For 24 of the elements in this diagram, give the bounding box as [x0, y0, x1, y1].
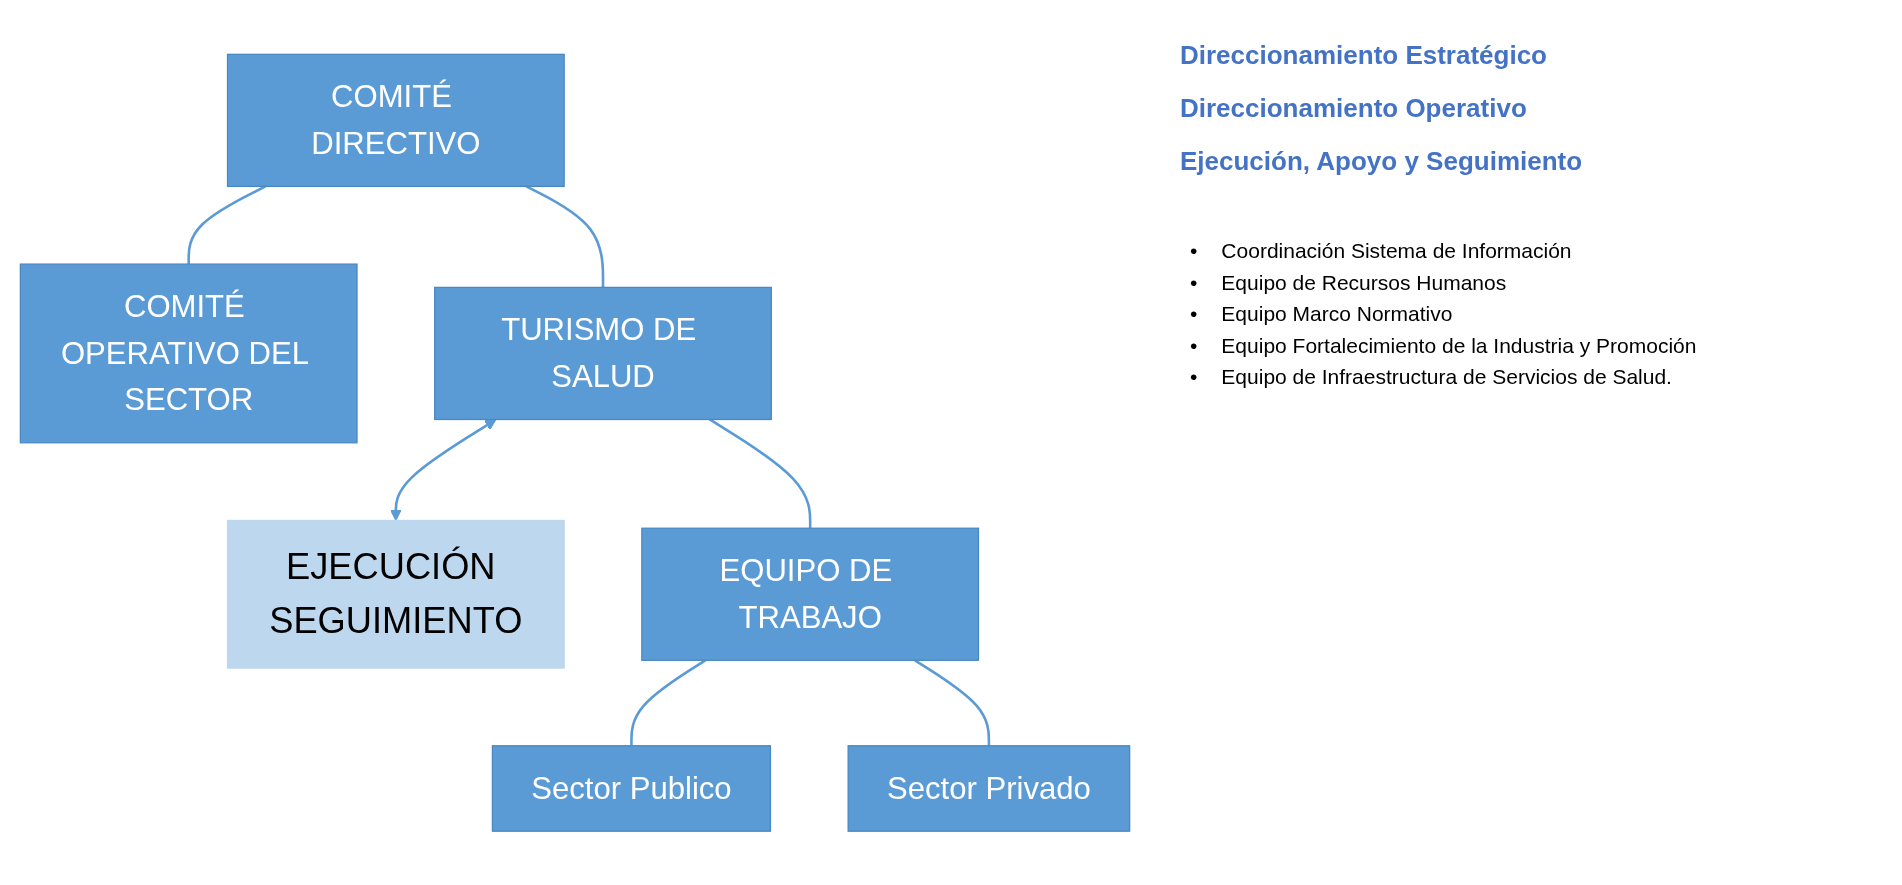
- bullet-item-text: Equipo de Recursos Humanos: [1221, 269, 1507, 296]
- connector: [525, 185, 605, 288]
- node-box: EQUIPO DE TRABAJO: [641, 527, 980, 661]
- node-box: Sector Publico: [491, 744, 772, 832]
- connector: [709, 418, 812, 528]
- bullet-marker: •: [1190, 364, 1198, 390]
- bullet-marker: •: [1190, 269, 1198, 296]
- bullet-marker: •: [1190, 301, 1198, 327]
- bullet-marker: •: [1190, 332, 1198, 359]
- bullet-item-text: Equipo de Infraestructura de Servicios de Salud.: [1221, 364, 1672, 390]
- bullet-item-text: Coordinación Sistema de Información: [1221, 238, 1572, 264]
- node-box: COMITÉ OPERATIVO DEL SECTOR: [19, 263, 358, 444]
- level-label: Ejecución, Apoyo y Seguimiento: [1180, 146, 1584, 177]
- node-box: TURISMO DE SALUD: [434, 286, 772, 420]
- bullet-marker: •: [1190, 238, 1198, 264]
- level-label: Direccionamiento Estratégico: [1180, 40, 1548, 71]
- node-box: EJECUCIÓN SEGUIMIENTO: [226, 519, 565, 669]
- connector: [187, 185, 266, 264]
- arrow: [390, 418, 497, 521]
- node-box: Sector Privado: [847, 744, 1131, 832]
- node-box: COMITÉ DIRECTIVO: [226, 53, 565, 187]
- bullet-item-text: Equipo Marco Normativo: [1221, 301, 1453, 327]
- level-label: Direccionamiento Operativo: [1180, 93, 1528, 124]
- bullet-item-text: Equipo Fortalecimiento de la Industria y Promoción: [1221, 332, 1697, 359]
